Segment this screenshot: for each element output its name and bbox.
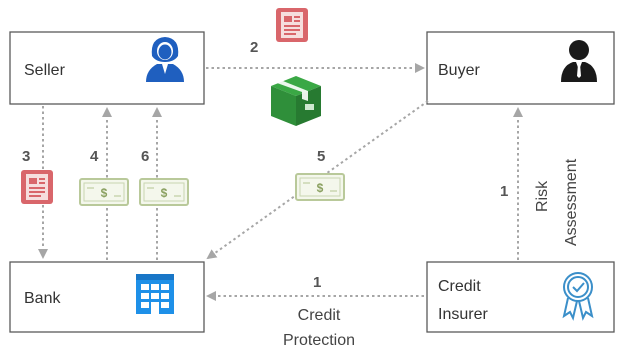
- package-box-icon: [271, 76, 321, 126]
- man-user-icon: [561, 40, 597, 82]
- step-1-bottom-label: 1: [313, 274, 321, 291]
- step-1-right-label: 1: [500, 183, 508, 200]
- invoice-document-icon: [20, 169, 54, 205]
- step-6-label: 6: [141, 148, 149, 165]
- invoice-document-icon: [275, 7, 309, 43]
- arrow-buyer-to-bank: [206, 100, 429, 260]
- insurer-label-line2: Insurer: [438, 306, 488, 323]
- risk-label-line2: Assessment: [563, 158, 580, 246]
- credit-protection-line2: Protection: [283, 332, 355, 349]
- risk-label-line1: Risk: [534, 180, 551, 212]
- bank-building-icon: [136, 274, 174, 314]
- step-5-label: 5: [317, 148, 325, 165]
- buyer-label: Buyer: [438, 62, 480, 79]
- step-3-label: 3: [22, 148, 30, 165]
- banknote-icon: [79, 178, 129, 206]
- seller-label: Seller: [24, 62, 66, 79]
- banknote-icon: [139, 178, 189, 206]
- step-4-label: 4: [90, 148, 99, 165]
- bank-label: Bank: [24, 290, 61, 307]
- woman-user-icon: [146, 37, 184, 82]
- credit-protection-line1: Credit: [298, 307, 341, 324]
- banknote-icon: [295, 173, 345, 201]
- certificate-badge-icon: [562, 272, 594, 321]
- step-2-label: 2: [250, 39, 258, 56]
- insurer-label-line1: Credit: [438, 278, 481, 295]
